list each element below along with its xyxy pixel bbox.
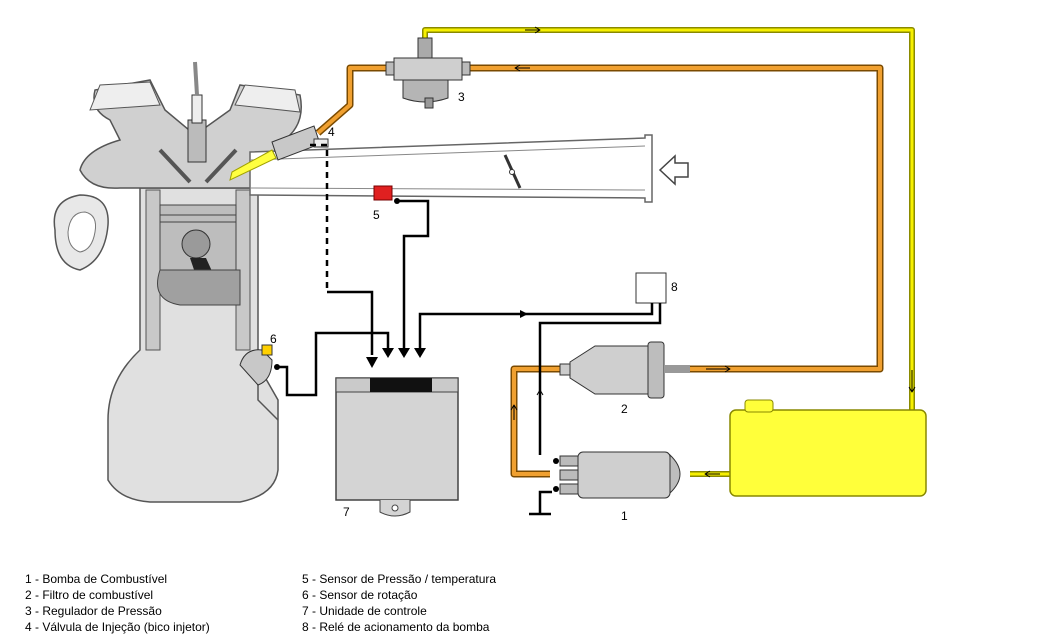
legend-item: 6 - Sensor de rotação	[302, 588, 418, 602]
air-intake-arrow-icon	[658, 154, 689, 186]
fuel-filter	[559, 341, 690, 399]
legend-item: 8 - Relé de acionamento da bomba	[302, 620, 490, 634]
pump-relay	[635, 272, 667, 304]
label-number-5: 5	[373, 208, 380, 222]
legend-right: 5 - Sensor de Pressão / temperatura 6 - …	[302, 571, 496, 635]
legend-item: 5 - Sensor de Pressão / temperatura	[302, 572, 497, 586]
fuel-injector	[229, 125, 329, 181]
engine-block	[53, 61, 302, 503]
legend-item: 4 - Válvula de Injeção (bico injetor)	[25, 620, 210, 634]
fuel-pump	[553, 451, 681, 499]
label-number-8: 8	[671, 280, 678, 294]
legend-item: 2 - Filtro de combustível	[25, 588, 154, 602]
legend-left: 1 - Bomba de Combustível 2 - Filtro de c…	[25, 571, 210, 635]
control-unit	[335, 377, 459, 517]
label-number-6: 6	[270, 332, 277, 346]
legend-item: 1 - Bomba de Combustível	[25, 572, 168, 586]
label-number-7: 7	[343, 505, 350, 519]
label-number-3: 3	[458, 90, 465, 104]
legend-item: 7 - Unidade de controle	[302, 604, 427, 618]
rotation-sensor	[239, 344, 280, 386]
legend-item: 3 - Regulador de Pressão	[25, 604, 162, 618]
pressure-regulator	[385, 37, 471, 109]
label-number-1: 1	[621, 509, 628, 523]
pressure-temperature-sensor	[373, 185, 400, 204]
label-number-4: 4	[328, 125, 335, 139]
intake-manifold	[249, 134, 689, 203]
label-number-2: 2	[621, 402, 628, 416]
ecu-input-arrows	[366, 310, 528, 368]
wiring	[277, 143, 662, 516]
fuel-tank	[729, 399, 927, 497]
